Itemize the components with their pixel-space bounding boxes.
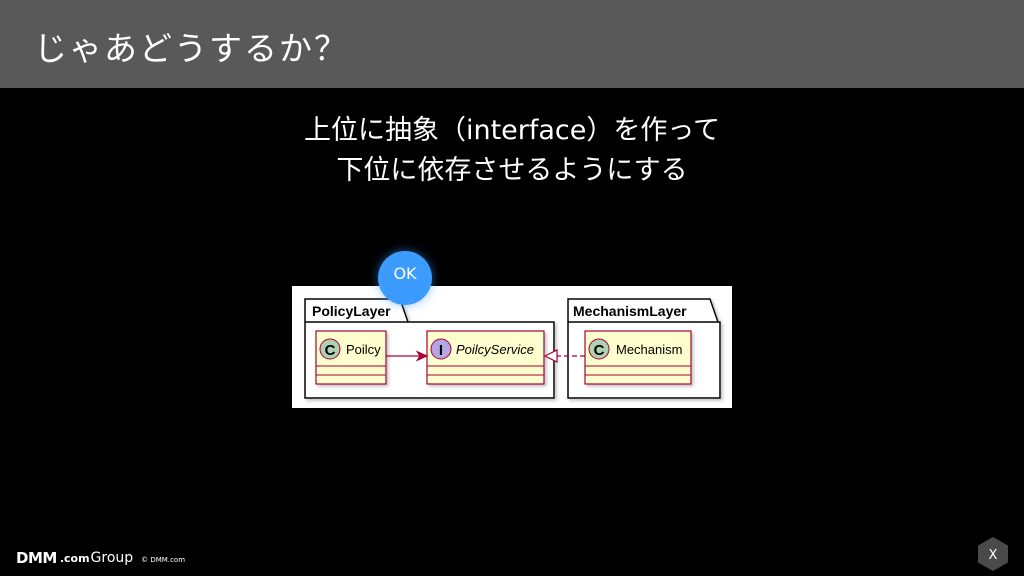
slide-title: じゃあどうするか？ [34,29,349,68]
footer-brand: DMM .com Group © DMM.com [16,548,185,568]
class-stereotype-letter: C [594,342,605,359]
interface-box-poilcyservice: I PoilcyService [426,330,545,385]
brand-logo-domain: .com [59,551,90,565]
hexagon-icon [978,537,1008,571]
close-label: X [989,548,998,563]
uml-diagram: PolicyLayer MechanismLayer C Poilcy I Po… [292,286,732,408]
class-box-poilcy: C Poilcy [315,330,387,385]
ok-badge: OK [378,251,432,305]
interface-stereotype-letter: I [439,342,443,359]
close-hex-button[interactable]: X [977,536,1009,572]
class-name-mechanism: Mechanism [616,342,682,357]
class-name-poilcy: Poilcy [346,342,381,357]
message-line-2: 下位に依存させるようにする [336,155,688,186]
header-bar [0,0,1024,88]
package-label-mechanism-layer: MechanismLayer [573,303,687,319]
class-stereotype-icon [319,338,341,360]
class-box-mechanism: C Mechanism [584,330,692,385]
realization-arrow [543,349,585,363]
interface-name-poilcyservice: PoilcyService [456,342,534,357]
package-label-policy-layer: PolicyLayer [312,303,391,319]
class-stereotype-letter: C [325,342,336,359]
copyright-text: © DMM.com [141,555,186,564]
class-stereotype-icon [588,338,610,360]
message-line-1: 上位に抽象（interface）を作って [303,115,721,146]
brand-logo-group: Group [90,550,134,566]
brand-logo-mark: DMM [16,549,57,567]
dependency-arrow [386,350,429,362]
interface-stereotype-icon [430,338,452,360]
